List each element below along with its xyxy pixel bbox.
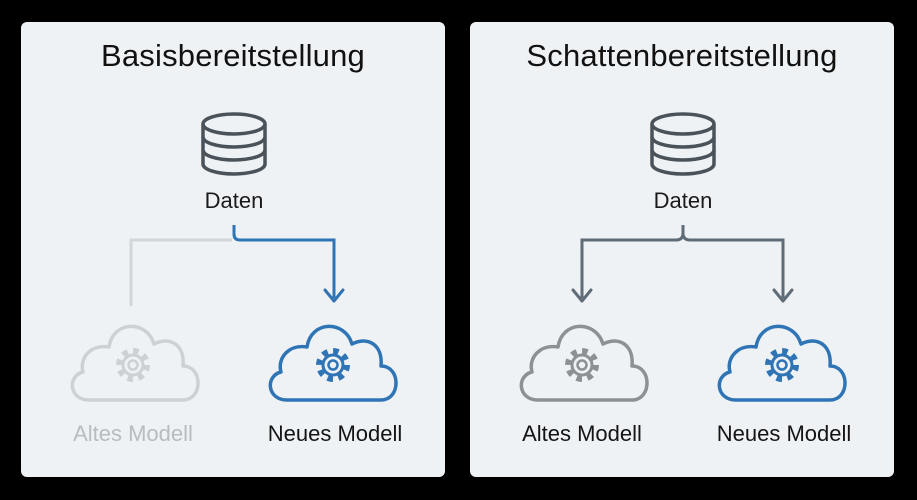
old-model-gear-icon — [116, 348, 150, 382]
old-model-cloud-icon — [70, 324, 200, 402]
old-model-gear-icon — [565, 348, 599, 382]
base-deployment-diagram — [70, 112, 398, 402]
connector-to-new-model — [232, 225, 345, 303]
database-icon — [650, 112, 716, 176]
connector-split — [571, 225, 794, 303]
data-label: Daten — [653, 188, 713, 213]
database-icon — [201, 112, 267, 176]
new-model-gear-icon — [765, 348, 799, 382]
panel-title: Schattenbereitstellung — [526, 38, 838, 73]
connector-to-old-model — [129, 238, 232, 306]
new-model-label: Neues Modell — [716, 421, 852, 446]
new-model-label: Neues Modell — [267, 421, 403, 446]
old-model-label: Altes Modell — [522, 421, 642, 446]
panel-base-deployment: Basisbereitstellung — [21, 22, 445, 477]
new-model-cloud-icon — [268, 324, 398, 402]
panel-title: Basisbereitstellung — [100, 38, 365, 73]
new-model-gear-icon — [316, 348, 350, 382]
data-label: Daten — [204, 188, 264, 213]
new-model-cloud-icon — [717, 324, 847, 402]
panel-shadow-deployment: Schattenbereitstellung — [470, 22, 894, 477]
shadow-deployment-diagram — [519, 112, 847, 402]
old-model-cloud-icon — [519, 324, 649, 402]
old-model-label: Altes Modell — [73, 421, 193, 446]
